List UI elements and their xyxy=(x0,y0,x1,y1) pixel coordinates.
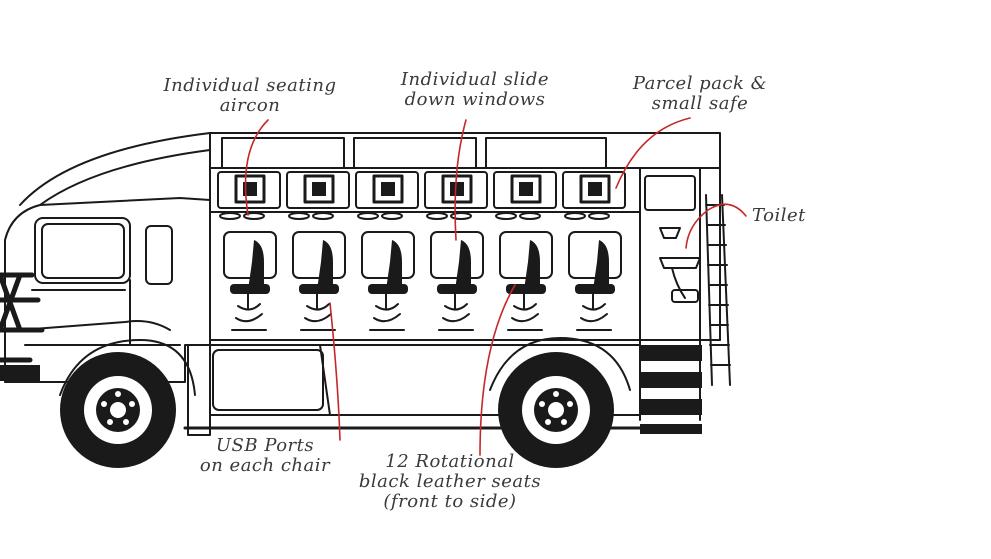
label-parcel: Parcel pack & small safe xyxy=(610,74,790,114)
seat-icon xyxy=(361,231,415,331)
label-aircon-line1: Individual seating xyxy=(163,75,337,96)
seat-icon xyxy=(223,231,277,331)
label-aircon: Individual seating aircon xyxy=(150,76,350,116)
label-aircon-line2: aircon xyxy=(219,95,281,116)
label-usb: USB Ports on each chair xyxy=(185,436,345,476)
callout-line-aircon xyxy=(244,119,269,216)
callout-line-windows xyxy=(454,119,467,241)
toilet-icon xyxy=(659,257,701,303)
callout-line-seats xyxy=(479,284,516,456)
rear-steps xyxy=(640,345,702,434)
seat-icon xyxy=(499,231,553,331)
rear-ladder xyxy=(705,194,731,386)
aircon-unit-icon xyxy=(562,171,626,220)
label-windows-line1: Individual slide xyxy=(400,69,550,90)
aircon-unit-icon xyxy=(217,171,281,220)
seat-icon xyxy=(568,231,622,331)
label-seats-line2: black leather seats xyxy=(358,471,542,492)
seat-icon xyxy=(292,231,346,331)
label-toilet: Toilet xyxy=(752,206,832,226)
label-seats-line3: (front to side) xyxy=(383,491,517,512)
callout-line-toilet xyxy=(685,203,747,249)
aircon-unit-icon xyxy=(355,171,419,220)
wheel-icon xyxy=(498,352,614,468)
seat-icon xyxy=(430,231,484,331)
bull-bar xyxy=(0,272,45,381)
callout-line-usb xyxy=(329,302,341,441)
rear-wheel xyxy=(489,337,631,468)
aircon-unit-icon xyxy=(286,171,350,220)
front-wheel xyxy=(59,339,196,468)
label-windows: Individual slide down windows xyxy=(385,70,565,110)
label-toilet-line1: Toilet xyxy=(752,205,806,226)
seats-row xyxy=(223,231,622,331)
label-seats-line1: 12 Rotational xyxy=(385,451,515,472)
aircon-unit-icon xyxy=(493,171,557,220)
label-parcel-line2: small safe xyxy=(651,93,749,114)
label-seats: 12 Rotational black leather seats (front… xyxy=(335,452,565,512)
callout-line-parcel xyxy=(615,117,691,189)
wheel-icon xyxy=(60,352,176,468)
label-parcel-line1: Parcel pack & xyxy=(632,73,768,94)
label-windows-line2: down windows xyxy=(404,89,546,110)
label-usb-line2: on each chair xyxy=(199,455,331,476)
label-usb-line1: USB Ports xyxy=(215,435,315,456)
truck-cab xyxy=(4,132,211,383)
